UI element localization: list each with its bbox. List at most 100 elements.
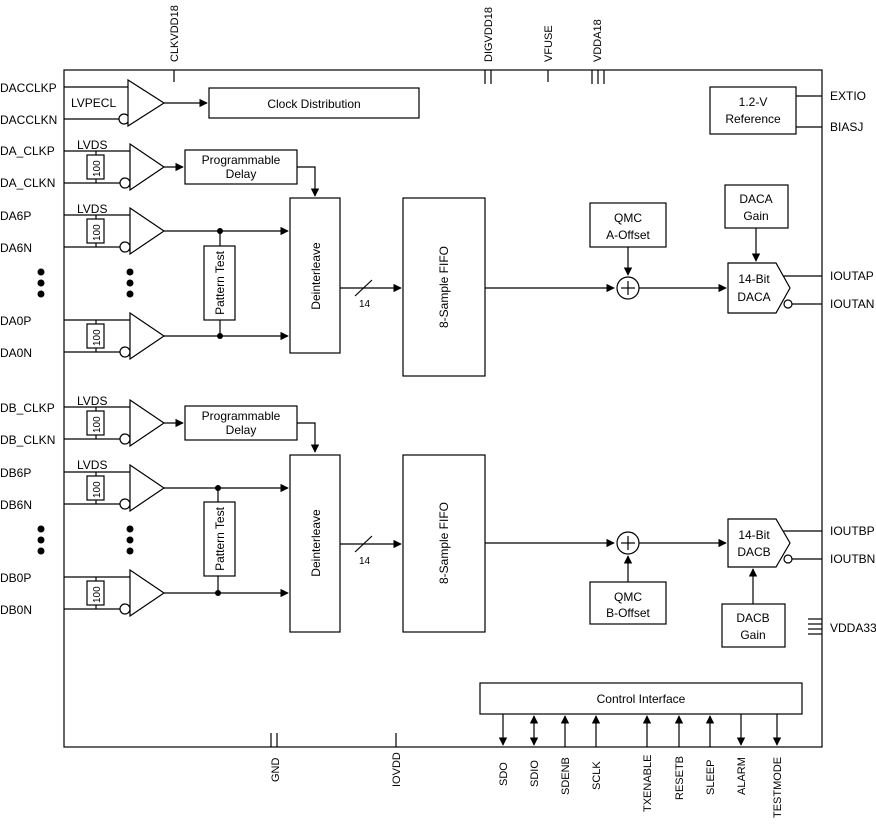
lvds-label: LVDS <box>77 458 107 472</box>
pin-da6n: DA6N <box>0 241 32 255</box>
fifo-b: 8-Sample FIFO <box>402 454 615 633</box>
deinterleave-a: Deinterleave 14 <box>289 197 402 354</box>
db-clk-receiver: DB_CLKP DB_CLKN LVDS 100 <box>0 394 184 448</box>
svg-text:14-Bit: 14-Bit <box>738 272 770 286</box>
pin-label: IOVDD <box>391 752 403 787</box>
qmc-a-offset: QMC A-Offset <box>589 202 667 276</box>
pin-da0n: DA0N <box>0 346 32 360</box>
top-pin-vfuse: VFUSE <box>543 25 555 82</box>
svg-text:Deinterleave: Deinterleave <box>309 242 323 310</box>
pin-ioutan: IOUTAN <box>830 297 874 311</box>
pin-da0p: DA0P <box>0 314 31 328</box>
svg-text:QMC: QMC <box>614 211 642 225</box>
summer-a <box>616 276 727 300</box>
svg-text:100: 100 <box>92 481 103 498</box>
svg-text:Reference: Reference <box>725 112 781 126</box>
pin-txenable: TXENABLE <box>642 755 654 812</box>
pin-sdo: SDO <box>498 762 510 786</box>
da-clk-receiver: DA_CLKP DA_CLKN LVDS 100 <box>0 138 184 192</box>
programmable-delay-a: Programmable Delay <box>184 149 320 197</box>
top-pin-vdda18: VDDA18 <box>591 19 605 84</box>
pin-db-clkn: DB_CLKN <box>0 433 55 447</box>
da6-receiver: DA6P DA6N LVDS 100 <box>0 202 289 256</box>
control-interface: Control Interface <box>479 682 803 747</box>
top-pin-clkvdd18: CLKVDD18 <box>169 5 181 82</box>
pin-label: CLKVDD18 <box>169 5 181 62</box>
pin-label: DIGVDD18 <box>483 7 495 62</box>
pin-resetb: RESETB <box>674 756 686 800</box>
pin-label: GND <box>270 758 282 783</box>
pin-db-clkp: DB_CLKP <box>0 401 55 415</box>
reference-box: 1.2-V Reference EXTIO BIASJ <box>709 86 866 135</box>
db0-receiver: DB0P DB0N 100 <box>0 568 289 618</box>
bottom-pin-gnd: GND <box>270 733 282 782</box>
pin-db6p: DB6P <box>0 466 31 480</box>
lvds-label: LVDS <box>77 138 107 152</box>
svg-text:DACA: DACA <box>739 192 772 206</box>
daca-gain: DACA Gain <box>724 184 789 262</box>
clock-distribution-box: Clock Distribution <box>208 87 420 119</box>
qmc-b-offset: QMC B-Offset <box>589 555 667 625</box>
pin-sdenb: SDENB <box>560 757 572 795</box>
daca: 14-Bit DACA IOUTAP IOUTAN <box>727 262 874 314</box>
svg-text:Clock Distribution: Clock Distribution <box>267 97 360 111</box>
pin-alarm: ALARM <box>736 757 748 795</box>
svg-text:B-Offset: B-Offset <box>606 606 650 620</box>
bus-width-label: 14 <box>359 299 371 310</box>
svg-text:14-Bit: 14-Bit <box>738 528 770 542</box>
svg-text:Delay: Delay <box>226 423 257 437</box>
lvpecl-label: LVPECL <box>71 96 116 110</box>
pin-extio: EXTIO <box>830 89 866 103</box>
vdda33-pin: VDDA33 <box>808 618 876 635</box>
svg-text:A-Offset: A-Offset <box>606 228 650 242</box>
svg-text:Gain: Gain <box>740 628 765 642</box>
ellipsis-dots-b <box>37 525 134 555</box>
dacclk-receiver: DACCLKP DACCLKN LVPECL <box>0 78 208 128</box>
bus-width-label: 14 <box>359 556 371 567</box>
svg-text:Delay: Delay <box>226 167 257 181</box>
pin-testmode: TESTMODE <box>772 757 784 818</box>
svg-text:100: 100 <box>92 160 103 177</box>
svg-text:DACB: DACB <box>737 545 770 559</box>
pin-db6n: DB6N <box>0 498 32 512</box>
svg-text:QMC: QMC <box>614 590 642 604</box>
pattern-test-a: Pattern Test <box>203 231 236 336</box>
svg-text:Gain: Gain <box>743 209 768 223</box>
pin-da6p: DA6P <box>0 209 31 223</box>
pin-label: VFUSE <box>543 25 555 62</box>
pin-ioutbn: IOUTBN <box>830 552 875 566</box>
dacb: 14-Bit DACB IOUTBP IOUTBN <box>727 518 875 568</box>
pin-sclk: SCLK <box>591 761 603 790</box>
svg-text:100: 100 <box>92 329 103 346</box>
chip-outline <box>63 69 823 748</box>
svg-text:100: 100 <box>92 416 103 433</box>
svg-text:Control Interface: Control Interface <box>597 692 686 706</box>
dacb-gain: DACB Gain <box>721 568 786 648</box>
fifo-a: 8-Sample FIFO <box>402 197 615 377</box>
pin-ioutap: IOUTAP <box>830 269 874 283</box>
lvds-label: LVDS <box>77 202 107 216</box>
bottom-pin-iovdd: IOVDD <box>391 733 403 787</box>
pin-vdda33: VDDA33 <box>830 621 876 635</box>
pin-db0n: DB0N <box>0 603 32 617</box>
pin-label: VDDA18 <box>592 19 604 62</box>
svg-text:Programmable: Programmable <box>202 409 281 423</box>
svg-text:Pattern Test: Pattern Test <box>213 506 227 570</box>
svg-text:Pattern Test: Pattern Test <box>213 250 227 314</box>
svg-text:100: 100 <box>92 224 103 241</box>
svg-text:1.2-V: 1.2-V <box>739 95 768 109</box>
summer-b <box>616 531 727 555</box>
pin-ioutbp: IOUTBP <box>830 524 875 538</box>
svg-text:8-Sample FIFO: 8-Sample FIFO <box>437 502 451 584</box>
pin-da-clkn: DA_CLKN <box>0 176 55 190</box>
pin-dacclkn: DACCLKN <box>0 113 57 127</box>
ellipsis-dots-a <box>37 268 134 298</box>
db6-receiver: DB6P DB6N LVDS 100 <box>0 458 289 513</box>
pin-dacclkp: DACCLKP <box>0 81 57 95</box>
bottom-control-labels: SDO SDIO SDENB SCLK TXENABLE RESETB SLEE… <box>498 755 784 818</box>
svg-text:DACA: DACA <box>737 290 770 304</box>
lvds-label: LVDS <box>77 394 107 408</box>
svg-text:100: 100 <box>92 586 103 603</box>
pin-da-clkp: DA_CLKP <box>0 144 55 158</box>
